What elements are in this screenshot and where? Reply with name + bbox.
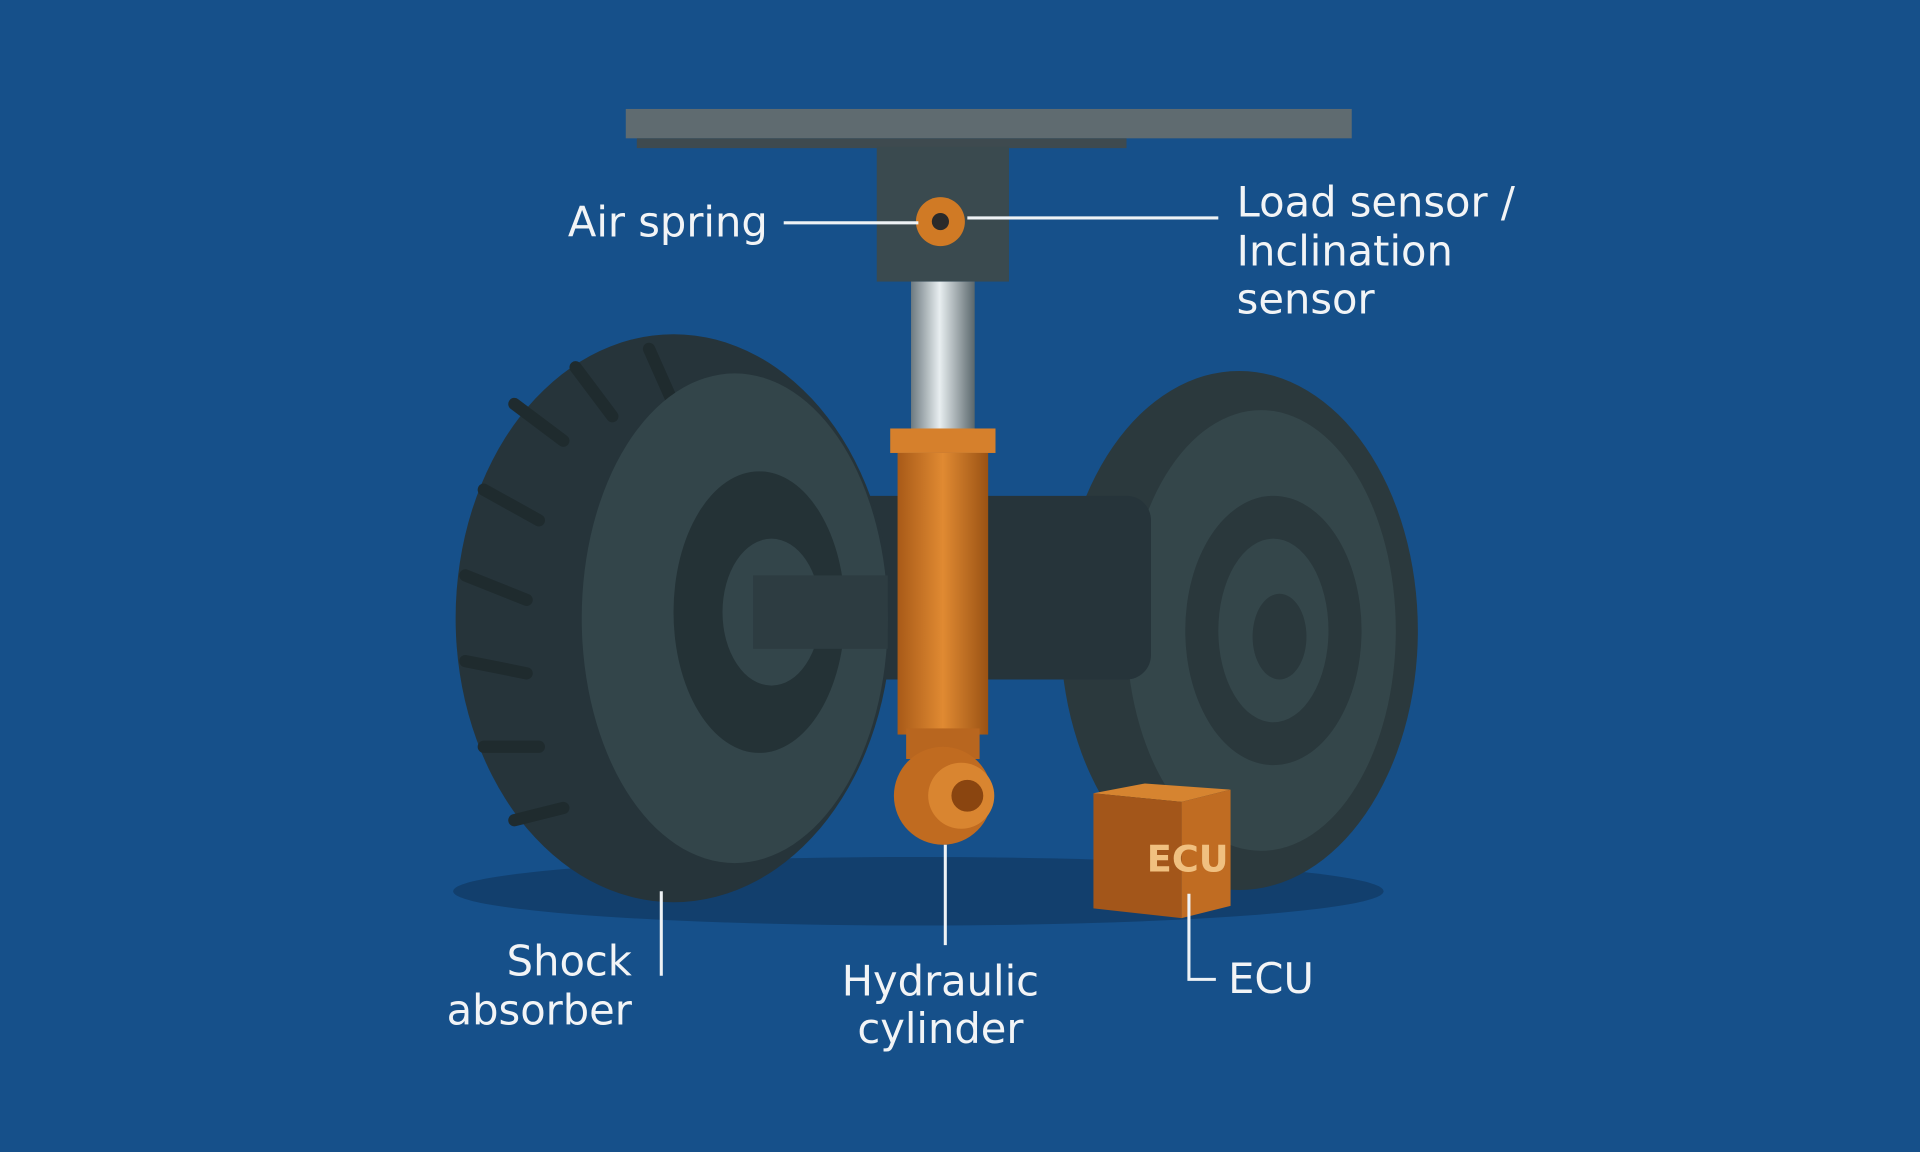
chassis-plate	[625, 108, 1352, 139]
hydraulic-cylinder	[890, 428, 996, 845]
ecu-leader	[1187, 893, 1216, 981]
piston-rod	[911, 281, 975, 435]
ecu-box-label: ECU	[1147, 838, 1229, 881]
label-load-sensor-2: Inclination	[1237, 227, 1453, 276]
label-air-spring: Air spring	[568, 197, 768, 246]
label-hydraulic-2: cylinder	[857, 1004, 1024, 1053]
label-load-sensor-1: Load sensor /	[1237, 178, 1516, 227]
left-wheel	[455, 334, 892, 903]
label-shock-2: absorber	[447, 986, 633, 1035]
ecu-box: ECU	[1093, 783, 1231, 919]
label-shock-1: Shock	[507, 937, 632, 986]
label-hydraulic-1: Hydraulic	[842, 956, 1039, 1005]
label-load-sensor-3: sensor	[1237, 274, 1376, 323]
label-ecu: ECU	[1228, 954, 1314, 1003]
right-wheel	[1060, 370, 1418, 891]
